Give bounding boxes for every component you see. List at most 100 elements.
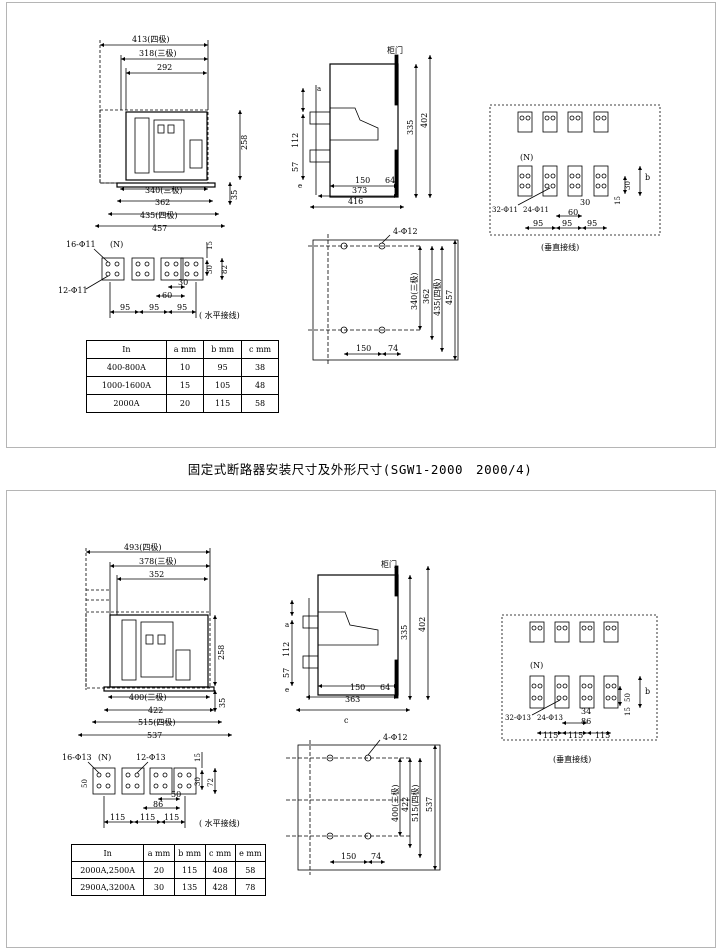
table-cell: 20	[143, 861, 175, 879]
table-header-row: In a mm b mm c mm	[86, 340, 279, 359]
front-view-1	[95, 40, 242, 228]
svg-text:60: 60	[568, 208, 578, 217]
svg-text:4-Φ12: 4-Φ12	[383, 733, 408, 742]
svg-text:57: 57	[282, 668, 291, 678]
svg-text:292: 292	[157, 63, 172, 72]
svg-text:402: 402	[418, 617, 427, 632]
svg-text:15: 15	[206, 241, 214, 250]
table-cell: 2000A,2500A	[70, 861, 145, 879]
table-row: 400-800A 10 95 38	[86, 358, 279, 377]
svg-text:50: 50	[171, 790, 181, 799]
vertical-terminal-2	[501, 614, 658, 741]
table-cell: 105	[203, 376, 243, 395]
table-cell: 38	[241, 358, 279, 377]
header-cell: e mm	[234, 844, 267, 862]
table-cell: 2900A,3200A	[70, 878, 145, 896]
mount-view-2	[286, 739, 441, 875]
table-cell: 135	[173, 878, 206, 896]
svg-text:12-Φ11: 12-Φ11	[58, 286, 88, 295]
svg-text:435(四极): 435(四极)	[432, 278, 442, 316]
mount-view-1	[308, 234, 459, 365]
svg-text:258: 258	[217, 645, 226, 660]
table-cell: 48	[241, 376, 279, 395]
svg-text:537: 537	[147, 731, 162, 740]
svg-text:422: 422	[401, 797, 410, 812]
svg-text:352: 352	[149, 570, 164, 579]
svg-text:e: e	[298, 182, 302, 190]
vertical-terminal-1	[489, 104, 661, 236]
svg-text:112: 112	[291, 133, 300, 148]
svg-text:335: 335	[406, 120, 415, 135]
svg-text:15: 15	[194, 753, 202, 762]
header-cell: b mm	[173, 844, 206, 862]
svg-text:150: 150	[355, 176, 370, 185]
svg-text:a: a	[285, 621, 289, 629]
table-cell: 15	[165, 376, 205, 395]
svg-text:(N): (N)	[110, 240, 123, 249]
svg-text:95: 95	[533, 219, 543, 228]
svg-text:16-Φ11: 16-Φ11	[66, 240, 96, 249]
svg-text:115: 115	[568, 731, 583, 740]
svg-text:318(三极): 318(三极)	[139, 48, 177, 58]
svg-text:150: 150	[341, 852, 356, 861]
svg-text:95: 95	[120, 303, 130, 312]
svg-text:435(四极): 435(四极)	[140, 210, 178, 220]
svg-text:402: 402	[420, 113, 429, 128]
svg-text:413(四极): 413(四极)	[132, 34, 170, 44]
horizontal-terminal-2	[87, 752, 217, 828]
svg-text:258: 258	[240, 135, 249, 150]
svg-text:12-Φ13: 12-Φ13	[136, 753, 166, 762]
svg-text:60: 60	[162, 291, 172, 300]
svg-text:32-Φ11: 32-Φ11	[492, 206, 518, 214]
svg-text:57: 57	[291, 162, 300, 172]
svg-text:340(三极): 340(三极)	[145, 185, 183, 195]
svg-text:115: 115	[164, 813, 179, 822]
mount-dims-1: 4-Φ12 340(三极) 362 435(四极) 457 150 74	[356, 227, 454, 353]
table-cell: 115	[173, 861, 206, 879]
table-cell: 58	[241, 394, 279, 413]
svg-text:74: 74	[388, 344, 398, 353]
header-cell: c mm	[241, 340, 279, 359]
table-cell: 95	[203, 358, 243, 377]
table-cell: 400-800A	[86, 358, 167, 377]
svg-text:115: 115	[543, 731, 558, 740]
svg-text:30: 30	[194, 777, 202, 786]
svg-text:457: 457	[152, 224, 167, 233]
header-cell: In	[86, 340, 167, 359]
svg-text:362: 362	[422, 289, 431, 304]
svg-text:150: 150	[356, 344, 371, 353]
header-cell: a mm	[143, 844, 175, 862]
svg-text:( 水平接线): ( 水平接线)	[199, 818, 240, 828]
svg-text:b: b	[645, 687, 650, 696]
table-cell: 58	[234, 861, 267, 879]
svg-text:95: 95	[562, 219, 572, 228]
svg-text:30: 30	[178, 278, 188, 287]
side-dims-1: 柜门 a 112 57 e 150 64 373 416 335 402	[291, 45, 429, 206]
svg-text:(垂直接线): (垂直接线)	[541, 242, 579, 252]
svg-text:362: 362	[155, 198, 170, 207]
table-header-row: In a mm b mm c mm e mm	[70, 844, 267, 862]
svg-text:16-Φ13: 16-Φ13	[62, 753, 92, 762]
svg-text:30: 30	[580, 198, 590, 207]
svg-text:115: 115	[595, 731, 610, 740]
svg-text:115: 115	[140, 813, 155, 822]
svg-text:416: 416	[348, 197, 363, 206]
svg-text:378(三极): 378(三极)	[139, 556, 177, 566]
figure-caption: 固定式断路器安装尺寸及外形尺寸(SGW1-2000 2000/4)	[187, 462, 533, 477]
table-cell: 78	[234, 878, 267, 896]
table-cell: 428	[204, 878, 236, 896]
svg-text:493(四极): 493(四极)	[124, 542, 162, 552]
svg-text:15: 15	[624, 707, 632, 716]
svg-text:30: 30	[624, 181, 632, 190]
horizontal-terminal-1	[85, 243, 224, 318]
svg-text:400(三极): 400(三极)	[390, 784, 400, 822]
svg-text:112: 112	[282, 642, 291, 657]
svg-text:15: 15	[614, 196, 622, 205]
vertical-dims-1: (N) 32-Φ11 24-Φ11 30 60 95 95 95 30 15 b…	[492, 153, 650, 252]
svg-text:50: 50	[81, 779, 89, 788]
svg-text:24-Φ11: 24-Φ11	[523, 206, 549, 214]
svg-text:400(三极): 400(三极)	[129, 692, 167, 702]
svg-text:373: 373	[352, 186, 367, 195]
svg-text:82: 82	[221, 265, 229, 274]
